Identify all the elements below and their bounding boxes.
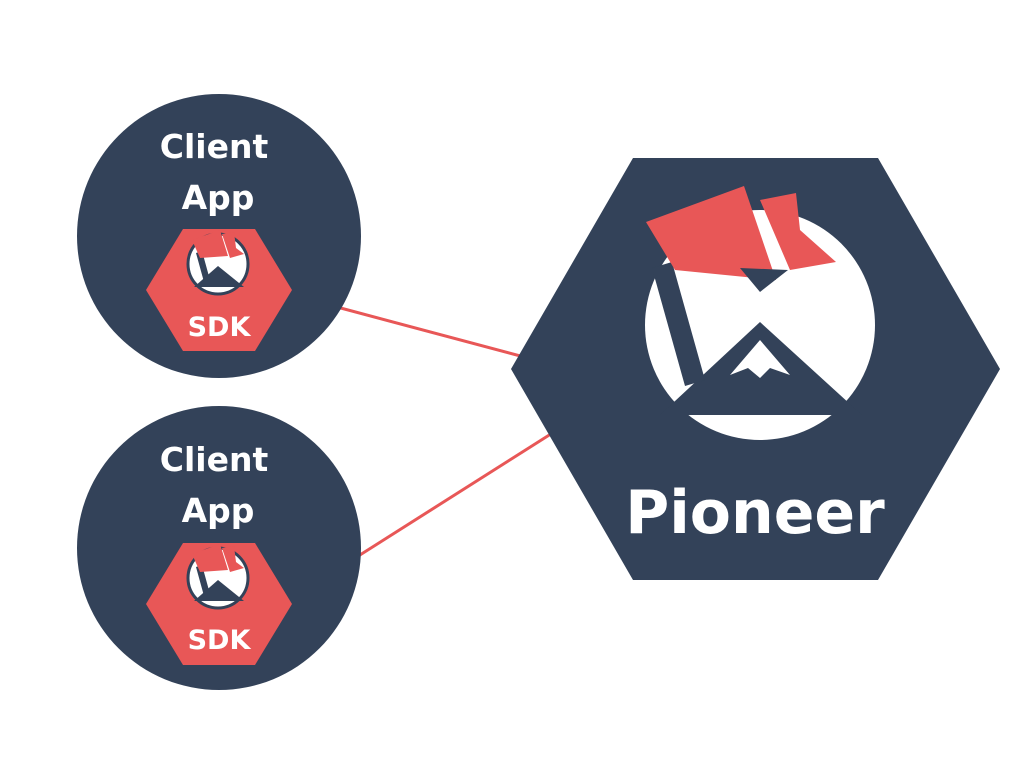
pioneer-server-node: Pioneer <box>511 158 1000 580</box>
client-app-node: Client App SDK <box>77 94 361 378</box>
server-title: Pioneer <box>625 478 885 548</box>
pioneer-flag-logo-icon <box>186 544 250 610</box>
sdk-label: SDK <box>188 625 252 656</box>
sdk-badge: SDK <box>146 543 292 665</box>
sdk-badge: SDK <box>146 229 292 351</box>
pioneer-flag-logo-icon <box>186 230 250 296</box>
sdk-label: SDK <box>188 312 252 343</box>
client-title-line2: App <box>182 491 255 530</box>
client-title-line1: Client <box>160 440 269 479</box>
client-title-line1: Client <box>160 127 269 166</box>
client-app-node: Client App SDK <box>77 406 361 690</box>
pioneer-flag-logo-icon <box>645 186 875 440</box>
client-title-line2: App <box>182 178 255 217</box>
